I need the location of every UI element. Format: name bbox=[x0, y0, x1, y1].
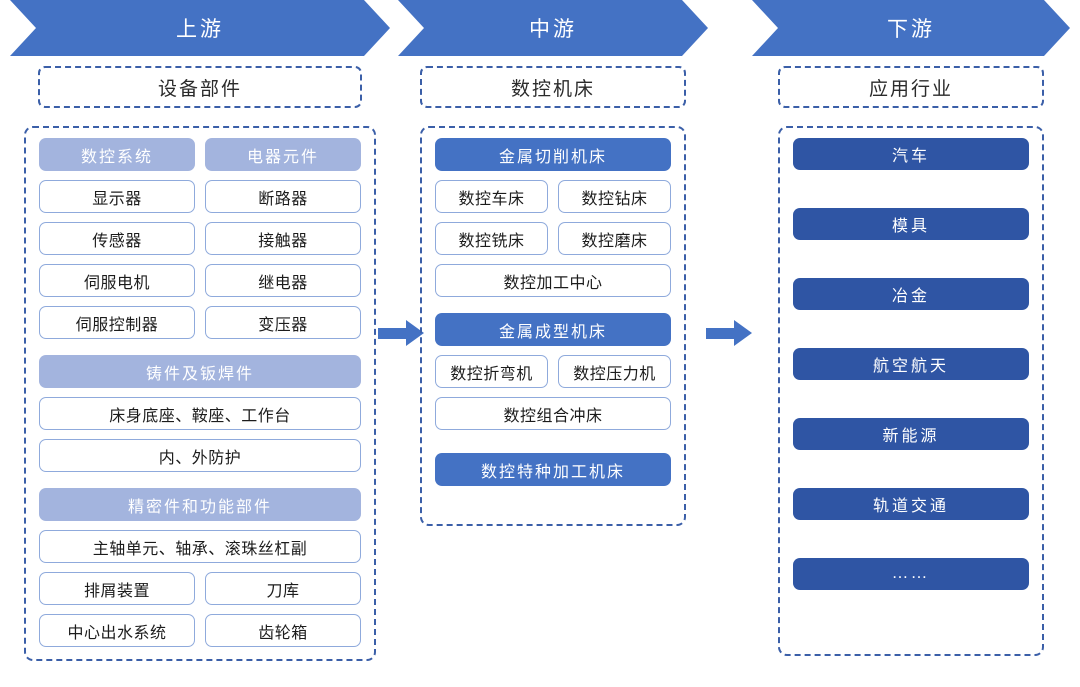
stage-subtitle-label: 设备部件 bbox=[157, 78, 242, 100]
item-box[interactable]: 伺服控制器 bbox=[39, 306, 195, 339]
item-box[interactable]: 数控铣床 bbox=[435, 222, 548, 255]
industry-box-new-energy[interactable]: 新能源 bbox=[793, 418, 1029, 450]
stage-subtitle-label: 数控机床 bbox=[510, 78, 595, 100]
industry-row: 冶金 bbox=[793, 278, 1029, 310]
item-row: 床身底座、鞍座、工作台 bbox=[39, 397, 361, 430]
industry-row: 汽车 bbox=[793, 138, 1029, 170]
industry-row: 模具 bbox=[793, 208, 1029, 240]
item-box[interactable]: 数控组合冲床 bbox=[435, 397, 671, 430]
stage-upstream: 上游 设备部件 数控系统 电器元件 显示器 断路器 传感器 接触器 伺服电机 继… bbox=[10, 0, 390, 661]
group-header-row: 金属切削机床 bbox=[435, 138, 671, 171]
item-row: 排屑装置 刀库 bbox=[39, 572, 361, 605]
item-box[interactable]: 数控车床 bbox=[435, 180, 548, 213]
item-box[interactable]: 接触器 bbox=[205, 222, 361, 255]
spacer bbox=[435, 439, 671, 453]
stage-subtitle-label: 应用行业 bbox=[868, 78, 953, 100]
panel-midstream: 金属切削机床 数控车床 数控钻床 数控铣床 数控磨床 数控加工中心 金属成型机床… bbox=[420, 126, 686, 526]
industry-box-automotive[interactable]: 汽车 bbox=[793, 138, 1029, 170]
stage-banner-downstream: 下游 bbox=[752, 0, 1070, 56]
group-header-nc-system: 数控系统 bbox=[39, 138, 195, 171]
item-row: 伺服电机 继电器 bbox=[39, 264, 361, 297]
item-box[interactable]: 数控加工中心 bbox=[435, 264, 671, 297]
right-arrow-icon bbox=[706, 328, 736, 339]
industry-row: 航空航天 bbox=[793, 348, 1029, 380]
spacer bbox=[39, 481, 361, 488]
item-row: 显示器 断路器 bbox=[39, 180, 361, 213]
item-box[interactable]: 数控磨床 bbox=[558, 222, 671, 255]
item-row: 内、外防护 bbox=[39, 439, 361, 472]
industry-box-ellipsis[interactable]: …… bbox=[793, 558, 1029, 590]
item-box[interactable]: 数控钻床 bbox=[558, 180, 671, 213]
industry-row: 轨道交通 bbox=[793, 488, 1029, 520]
connector-arrow-upstream-to-midstream bbox=[378, 320, 424, 346]
item-box[interactable]: 床身底座、鞍座、工作台 bbox=[39, 397, 361, 430]
item-row: 数控组合冲床 bbox=[435, 397, 671, 430]
item-row: 传感器 接触器 bbox=[39, 222, 361, 255]
industry-box-metallurgy[interactable]: 冶金 bbox=[793, 278, 1029, 310]
stage-downstream: 下游 应用行业 汽车 模具 冶金 航空航天 新能源 轨道交通 bbox=[752, 0, 1070, 656]
right-arrow-head-icon bbox=[406, 320, 424, 346]
spacer bbox=[39, 348, 361, 355]
item-box[interactable]: 数控压力机 bbox=[558, 355, 671, 388]
stage-subtitle-midstream: 数控机床 bbox=[420, 66, 686, 108]
group-header-row: 精密件和功能部件 bbox=[39, 488, 361, 521]
stage-banner-label: 中游 bbox=[529, 17, 577, 41]
group-header-special-purpose-machine: 数控特种加工机床 bbox=[435, 453, 671, 486]
item-row: 数控铣床 数控磨床 bbox=[435, 222, 671, 255]
panel-upstream: 数控系统 电器元件 显示器 断路器 传感器 接触器 伺服电机 继电器 伺服控制器… bbox=[24, 126, 376, 661]
item-box[interactable]: 继电器 bbox=[205, 264, 361, 297]
item-row: 伺服控制器 变压器 bbox=[39, 306, 361, 339]
stage-midstream: 中游 数控机床 金属切削机床 数控车床 数控钻床 数控铣床 数控磨床 数控加工中… bbox=[398, 0, 708, 526]
group-header-row: 数控系统 电器元件 bbox=[39, 138, 361, 171]
industry-row: 新能源 bbox=[793, 418, 1029, 450]
group-header-row: 金属成型机床 bbox=[435, 313, 671, 346]
group-header-metal-cutting-machine: 金属切削机床 bbox=[435, 138, 671, 171]
right-arrow-icon bbox=[378, 328, 408, 339]
item-row: 数控车床 数控钻床 bbox=[435, 180, 671, 213]
item-box[interactable]: 数控折弯机 bbox=[435, 355, 548, 388]
stage-banner-midstream: 中游 bbox=[398, 0, 708, 56]
stage-banner-label: 上游 bbox=[176, 17, 224, 41]
item-box[interactable]: 显示器 bbox=[39, 180, 195, 213]
group-header-precision-functional-parts: 精密件和功能部件 bbox=[39, 488, 361, 521]
item-row: 主轴单元、轴承、滚珠丝杠副 bbox=[39, 530, 361, 563]
industry-box-aerospace[interactable]: 航空航天 bbox=[793, 348, 1029, 380]
stage-banner-upstream: 上游 bbox=[10, 0, 390, 56]
item-box[interactable]: 排屑装置 bbox=[39, 572, 195, 605]
item-box[interactable]: 齿轮箱 bbox=[205, 614, 361, 647]
item-row: 数控折弯机 数控压力机 bbox=[435, 355, 671, 388]
spacer bbox=[435, 306, 671, 313]
panel-downstream: 汽车 模具 冶金 航空航天 新能源 轨道交通 …… bbox=[778, 126, 1044, 656]
right-arrow-head-icon bbox=[734, 320, 752, 346]
item-box[interactable]: 中心出水系统 bbox=[39, 614, 195, 647]
group-header-row: 数控特种加工机床 bbox=[435, 453, 671, 486]
item-box[interactable]: 刀库 bbox=[205, 572, 361, 605]
stage-subtitle-downstream: 应用行业 bbox=[778, 66, 1044, 108]
group-header-electrical-components: 电器元件 bbox=[205, 138, 361, 171]
item-box[interactable]: 主轴单元、轴承、滚珠丝杠副 bbox=[39, 530, 361, 563]
stage-subtitle-upstream: 设备部件 bbox=[38, 66, 362, 108]
item-row: 中心出水系统 齿轮箱 bbox=[39, 614, 361, 647]
item-box[interactable]: 变压器 bbox=[205, 306, 361, 339]
industry-row: …… bbox=[793, 558, 1029, 590]
industry-box-molds[interactable]: 模具 bbox=[793, 208, 1029, 240]
group-header-row: 铸件及钣焊件 bbox=[39, 355, 361, 388]
group-header-castings-weldments: 铸件及钣焊件 bbox=[39, 355, 361, 388]
item-row: 数控加工中心 bbox=[435, 264, 671, 297]
industry-box-rail-transit[interactable]: 轨道交通 bbox=[793, 488, 1029, 520]
stage-banner-label: 下游 bbox=[887, 17, 935, 41]
item-box[interactable]: 伺服电机 bbox=[39, 264, 195, 297]
item-box[interactable]: 内、外防护 bbox=[39, 439, 361, 472]
group-header-metal-forming-machine: 金属成型机床 bbox=[435, 313, 671, 346]
connector-arrow-midstream-to-downstream bbox=[706, 320, 752, 346]
item-box[interactable]: 断路器 bbox=[205, 180, 361, 213]
item-box[interactable]: 传感器 bbox=[39, 222, 195, 255]
